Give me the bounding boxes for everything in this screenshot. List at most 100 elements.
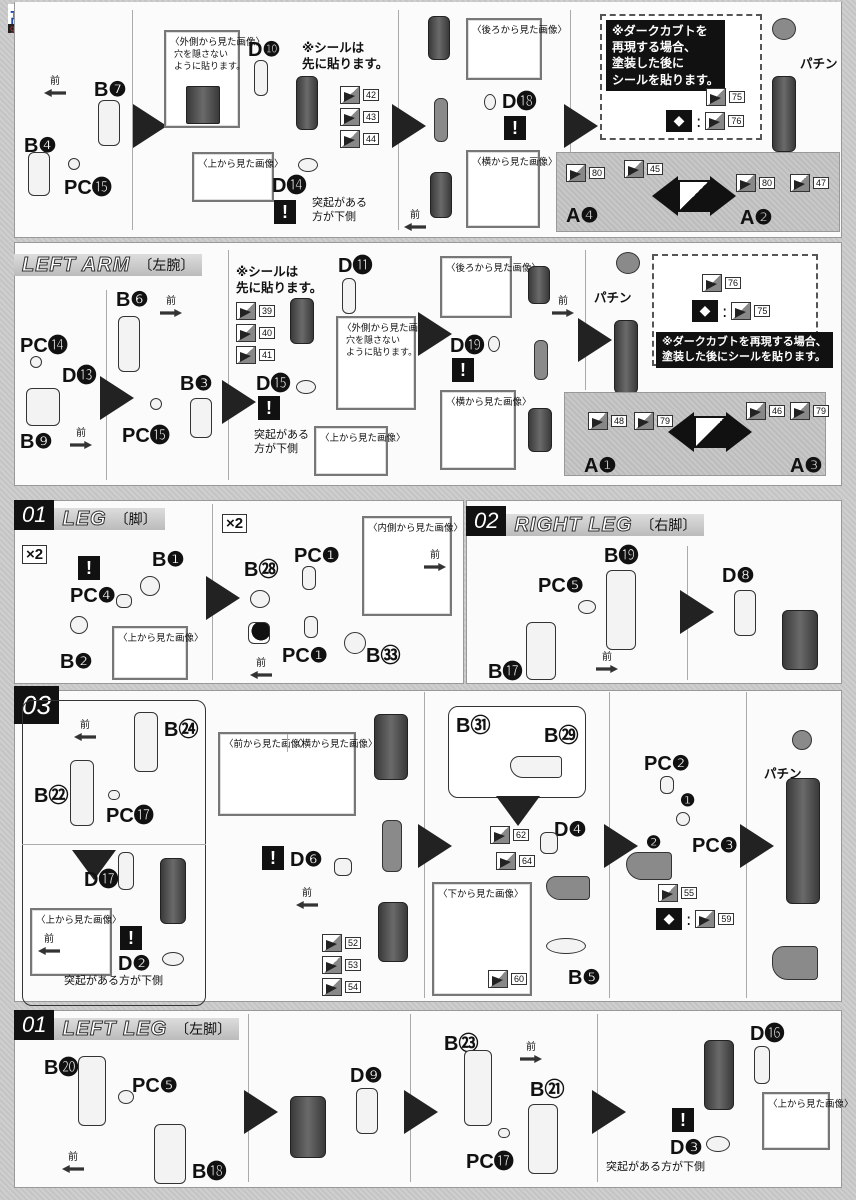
part-d19: [488, 336, 500, 352]
arm-assembly: [772, 76, 796, 152]
next-arrow: [404, 1090, 438, 1134]
part-label: A❷: [740, 207, 773, 229]
front-indicator: 前: [296, 884, 318, 909]
shin-part: [160, 858, 186, 924]
down-arrow: [496, 796, 540, 826]
seal-52: 52: [322, 934, 362, 952]
part-label: B㉑: [530, 1079, 565, 1101]
part-label: PC⓯: [64, 177, 112, 199]
part-b7: [98, 100, 120, 146]
top-view-callout: 〈上から見た画像〉: [192, 152, 284, 202]
front-indicator: 前: [62, 1148, 84, 1173]
dark-kabuto-note: ※ダークカブトを 再現する場合、 塗装した後に シールを貼ります。: [606, 20, 725, 91]
caution-icon: !: [672, 1108, 694, 1132]
order-2: ❷: [646, 833, 662, 852]
part-b28: [250, 590, 270, 608]
quantity-badge: ×2: [22, 545, 48, 564]
part-pc2: [660, 776, 674, 794]
part-label: D⓲: [502, 91, 537, 113]
part-label: B㉙: [544, 725, 579, 747]
part-label: D❹: [554, 819, 587, 841]
part-label: D❸: [670, 1137, 703, 1159]
seal-47: 47: [790, 174, 830, 192]
part-label: B㉝: [366, 645, 401, 667]
part-b1: [140, 576, 160, 596]
part-label: PC❺: [538, 575, 584, 597]
forearm-part: [430, 172, 452, 218]
part-label: PC⓮: [20, 335, 68, 357]
part-label: B⓳: [604, 545, 639, 567]
part-pc4: [116, 594, 132, 608]
part-b19: [606, 570, 636, 650]
swap-hands-icon: [668, 412, 752, 452]
top-view-callout: 〈上から見た画像〉前: [30, 908, 122, 976]
part-label: D⓮: [272, 175, 307, 197]
part-pc14: [30, 356, 42, 368]
alternate-seal: ◆:76: [666, 110, 745, 132]
swap-icon: ◆: [656, 908, 682, 930]
next-arrow: [740, 824, 774, 868]
thigh-part: [290, 1096, 326, 1158]
foot-subassembly-frame: [448, 706, 586, 798]
part-b24: [134, 712, 158, 772]
part-label: PC❸: [692, 835, 738, 857]
seal-45: 45: [624, 160, 664, 178]
front-indicator: 前: [74, 716, 96, 741]
divider: [132, 10, 133, 230]
part-label: B⓴: [44, 1057, 79, 1079]
part-label: PC⓱: [106, 805, 154, 827]
seal-39: 39: [236, 302, 276, 320]
part-label: B㉛: [456, 715, 491, 737]
arm-part: [290, 298, 314, 344]
part-d11: [342, 278, 356, 314]
part-b5: [546, 938, 586, 954]
part-pc1: [302, 566, 316, 590]
next-arrow: [392, 104, 426, 148]
divider: [22, 844, 206, 845]
part-label: B❹: [24, 135, 57, 157]
part-label: B❻: [116, 289, 149, 311]
part-label: B❺: [568, 967, 601, 989]
quantity-badge: ×2: [222, 514, 248, 533]
alternate-seal: ◆:75: [692, 300, 771, 322]
seal-76: 76: [702, 274, 742, 292]
part-label: PC❶: [282, 645, 328, 667]
part-pc15: [68, 158, 80, 170]
seal-64: 64: [496, 852, 536, 870]
part-label: PC❺: [132, 1075, 178, 1097]
seal-55: 55: [658, 884, 698, 902]
next-arrow: [578, 318, 612, 362]
caution-icon: !: [78, 556, 100, 580]
next-arrow: [100, 376, 134, 420]
leg-assembly: [786, 778, 820, 904]
shin-part: [378, 902, 408, 962]
pachin-sfx: パチン: [764, 766, 802, 781]
joint-part: [534, 340, 548, 380]
caution-icon: !: [258, 396, 280, 420]
next-arrow: [244, 1090, 278, 1134]
front-indicator: 前: [44, 72, 66, 97]
front-indicator: 前: [596, 648, 618, 673]
part-label: D❿: [248, 39, 281, 61]
part-b21: [528, 1104, 558, 1174]
front-indicator: 前: [70, 424, 92, 449]
part-label: D❽: [722, 565, 755, 587]
bump-note: 突起がある方が下側: [64, 974, 163, 987]
part-d14: [298, 158, 318, 172]
section-header-leg: 01 LEG〔脚〕: [14, 500, 165, 530]
hip-joint: [792, 730, 812, 750]
part-label: D⓫: [338, 255, 373, 277]
part-pc1: [304, 616, 318, 638]
foot-part: [546, 876, 590, 900]
swap-icon: ◆: [666, 110, 692, 132]
dark-kabuto-note: ※ダークカブトを再現する場合、 塗装した後にシールを貼ります。: [656, 332, 833, 368]
part-label: B❶: [152, 549, 185, 571]
front-indicator: 前: [520, 1038, 542, 1063]
part-b20: [78, 1056, 106, 1126]
part-d9: [356, 1088, 378, 1134]
bump-note: 突起がある 方が下側: [312, 196, 367, 224]
view-callout: 〈前から見た画像〉〈横から見た画像〉: [218, 732, 378, 816]
pachin-sfx: パチン: [800, 56, 838, 71]
part-d17: [118, 852, 134, 890]
